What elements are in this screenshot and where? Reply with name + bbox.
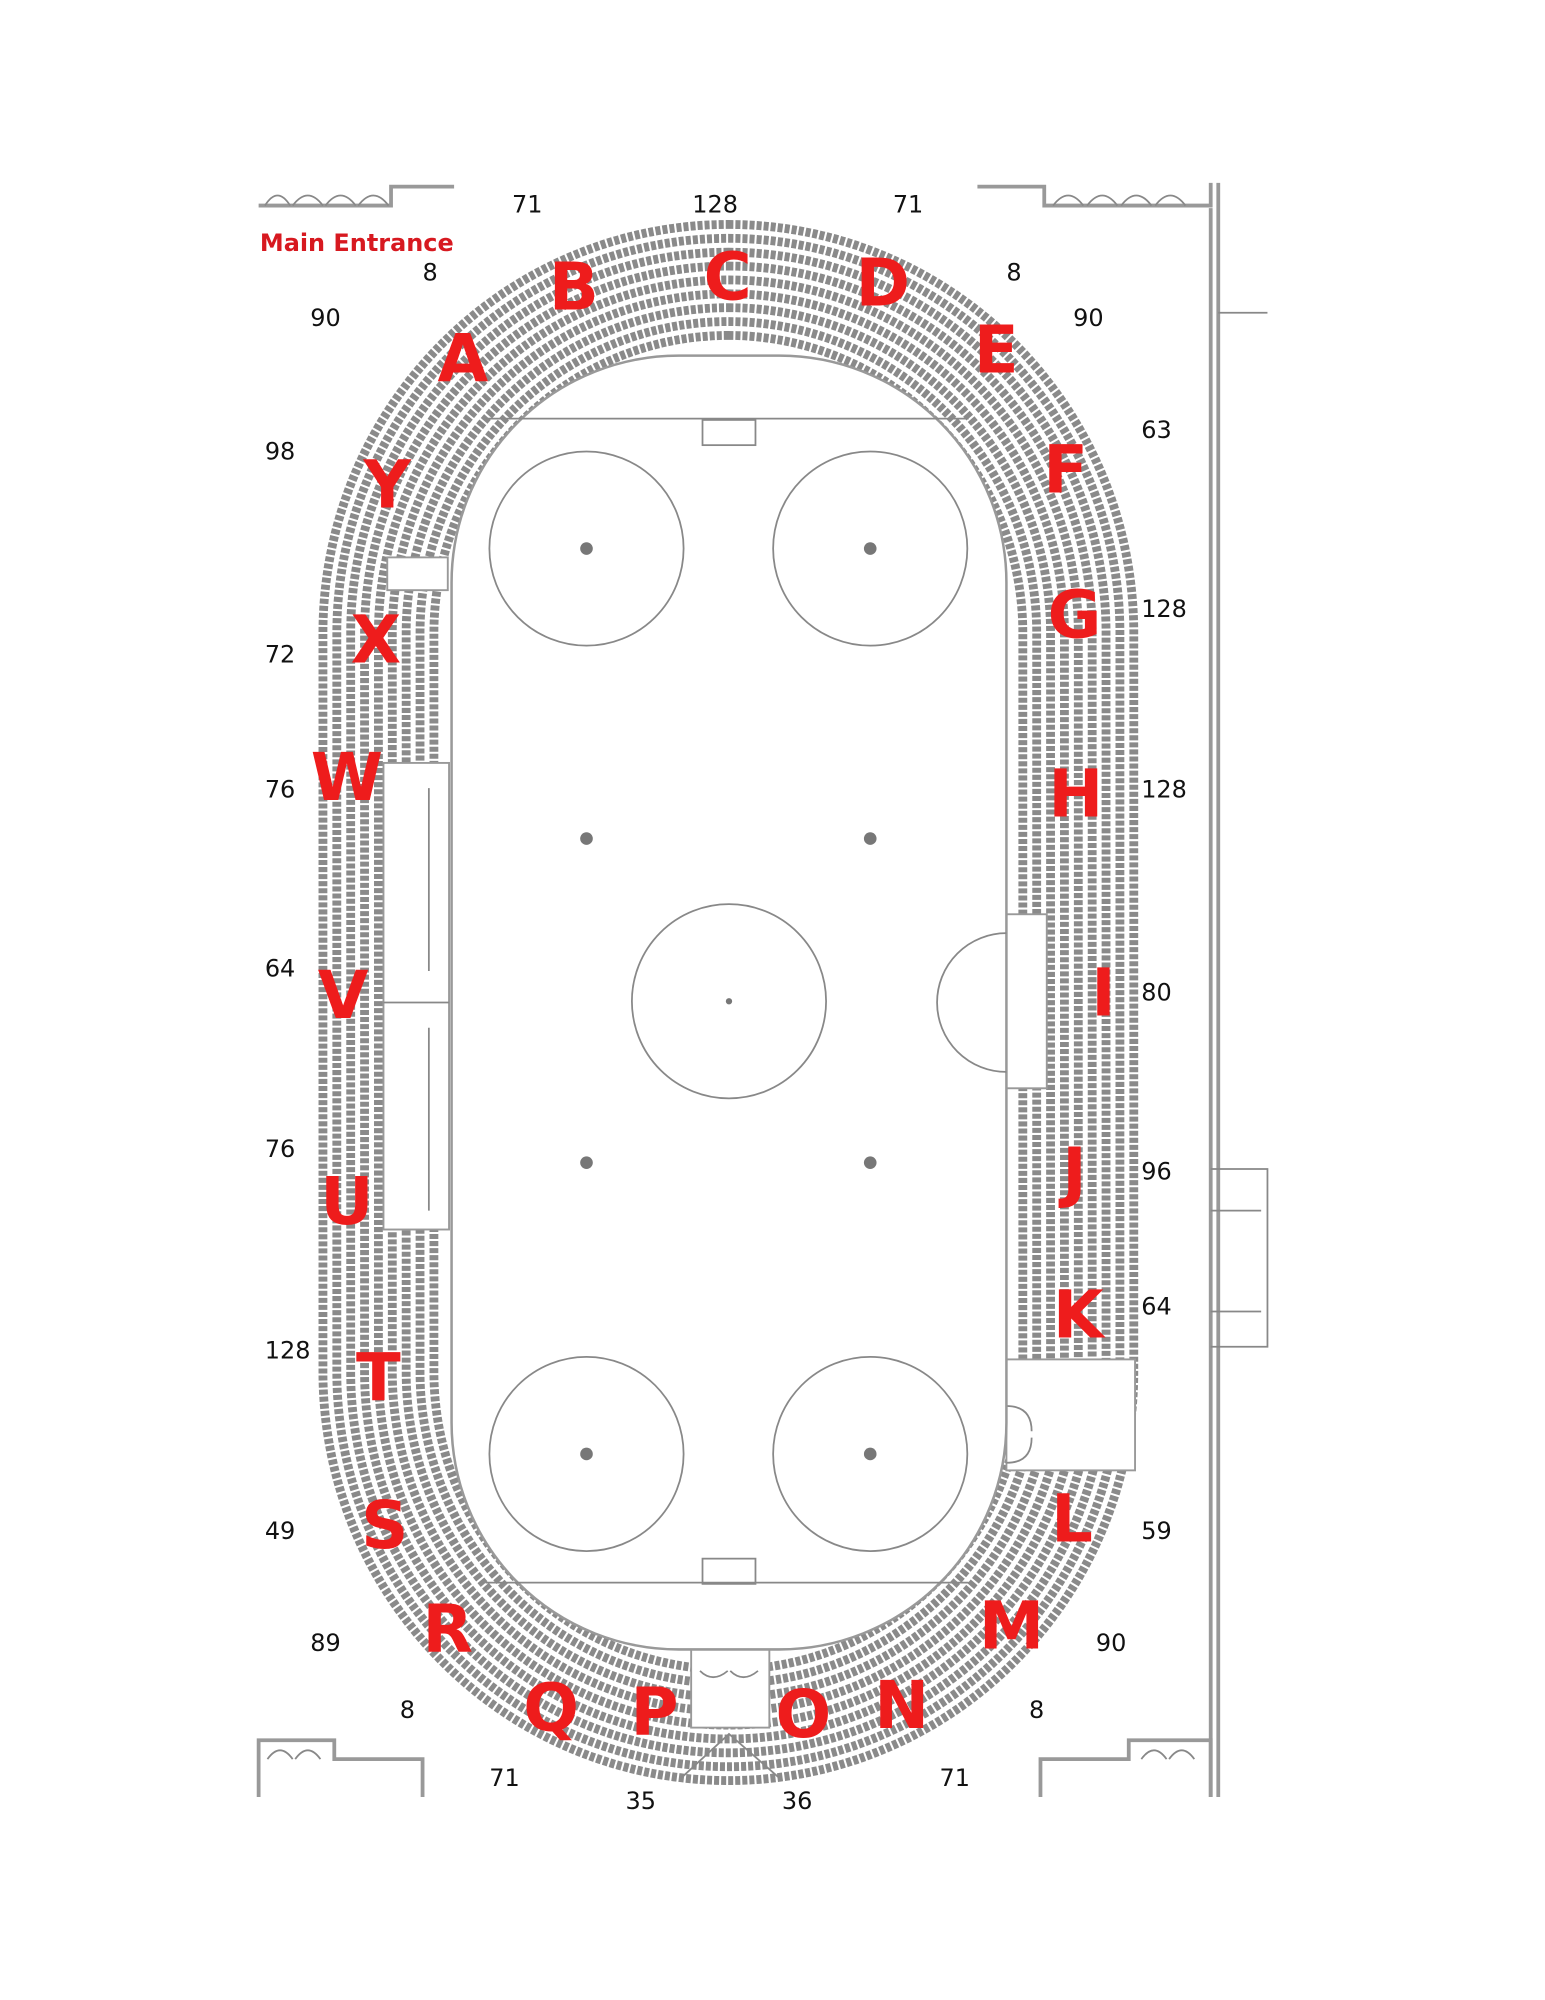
section-m-seat-count: 90 [1096, 1629, 1126, 1657]
section-d-seat-count: 71 [893, 190, 923, 218]
section-q-label[interactable]: Q [523, 1671, 579, 1747]
aisle-seat-count: 8 [423, 258, 438, 286]
section-u-seat-count: 76 [265, 1135, 295, 1163]
section-h-seat-count: 128 [1141, 775, 1187, 803]
section-k-seat-count: 64 [1141, 1292, 1171, 1320]
section-r-label[interactable]: R [423, 1591, 474, 1667]
seat-row [318, 220, 1139, 1785]
section-y-label[interactable]: Y [363, 447, 413, 523]
section-x-seat-count: 72 [265, 640, 295, 668]
section-s-label[interactable]: S [361, 1488, 408, 1564]
section-r-seat-count: 89 [310, 1629, 340, 1657]
section-x-label[interactable]: X [351, 603, 402, 679]
building-walls [256, 182, 1269, 1797]
seat-row [346, 247, 1111, 1758]
section-f-seat-count: 63 [1141, 416, 1171, 444]
section-g-seat-count: 128 [1141, 595, 1187, 623]
section-n-label[interactable]: N [874, 1668, 929, 1744]
section-v-label[interactable]: V [318, 958, 369, 1034]
section-a-label[interactable]: A [438, 321, 489, 397]
section-o-label[interactable]: O [776, 1677, 832, 1753]
section-s-seat-count: 49 [265, 1517, 295, 1545]
section-p-label[interactable]: P [631, 1674, 679, 1750]
section-j-label[interactable]: J [1058, 1135, 1086, 1211]
faceoff-circles [488, 450, 1007, 1552]
section-w-seat-count: 76 [265, 775, 295, 803]
section-t-label[interactable]: T [356, 1340, 401, 1416]
section-e-label[interactable]: E [974, 313, 1019, 389]
section-j-seat-count: 96 [1141, 1158, 1171, 1186]
section-t-seat-count: 128 [265, 1337, 311, 1365]
section-f-label[interactable]: F [1043, 432, 1088, 508]
section-b-seat-count: 71 [512, 190, 542, 218]
seat-row [360, 261, 1097, 1744]
seat-row [332, 233, 1125, 1772]
aisle-seat-count: 8 [400, 1696, 415, 1724]
section-k-label[interactable]: K [1053, 1277, 1106, 1353]
section-y-seat-count: 98 [265, 437, 295, 465]
section-n-seat-count: 71 [939, 1764, 969, 1792]
section-c-label[interactable]: C [704, 239, 752, 315]
section-g-label[interactable]: G [1048, 577, 1102, 653]
aisle-seat-count: 8 [1029, 1696, 1044, 1724]
section-e-seat-count: 90 [1073, 304, 1103, 332]
section-o-seat-count: 36 [782, 1787, 812, 1815]
ice-rink [450, 354, 1008, 1651]
section-m-label[interactable]: M [979, 1589, 1044, 1665]
section-i-seat-count: 80 [1141, 978, 1171, 1006]
section-u-label[interactable]: U [320, 1164, 373, 1240]
section-v-seat-count: 64 [265, 954, 295, 982]
section-h-label[interactable]: H [1048, 756, 1103, 832]
section-c-seat-count: 128 [692, 190, 738, 218]
section-q-seat-count: 71 [489, 1764, 519, 1792]
section-p-seat-count: 35 [625, 1787, 655, 1815]
section-a-seat-count: 90 [310, 304, 340, 332]
section-w-label[interactable]: W [311, 740, 383, 816]
section-l-label[interactable]: L [1051, 1482, 1093, 1558]
section-i-label[interactable]: I [1091, 956, 1115, 1032]
section-d-label[interactable]: D [856, 246, 910, 322]
section-l-seat-count: 59 [1141, 1517, 1171, 1545]
aisle-seat-count: 8 [1006, 258, 1021, 286]
seat-row [374, 275, 1083, 1730]
main-entrance-label: Main Entrance [260, 229, 454, 257]
section-b-label[interactable]: B [549, 250, 599, 326]
bench-areas [382, 556, 1136, 1779]
